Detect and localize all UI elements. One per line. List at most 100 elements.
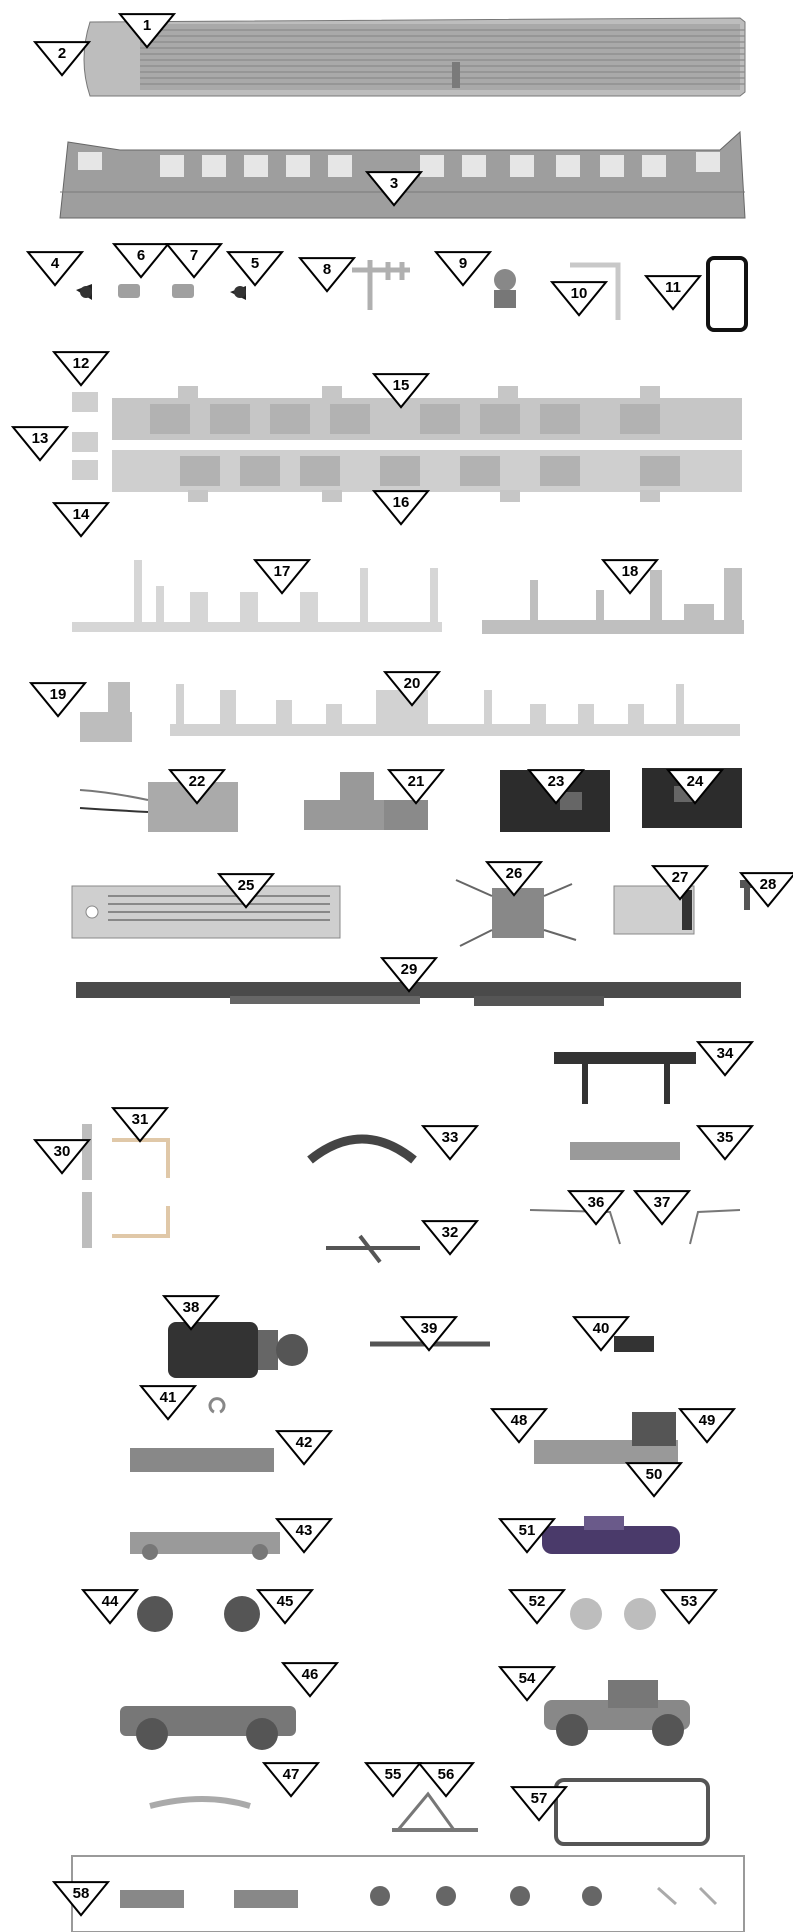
part-marker-46: 46 (283, 1663, 337, 1696)
part-bogie-54 (544, 1680, 690, 1746)
part-light-7 (172, 284, 194, 298)
part-marker-43: 43 (277, 1519, 331, 1552)
part-number-label: 43 (296, 1522, 313, 1539)
part-horn-right (230, 286, 246, 300)
part-marker-9: 9 (436, 252, 490, 285)
part-marker-42: 42 (277, 1431, 331, 1464)
part-number-label: 41 (160, 1389, 177, 1406)
part-marker-33: 33 (423, 1126, 477, 1159)
part-number-label: 38 (183, 1299, 200, 1316)
part-motor-38 (168, 1322, 308, 1378)
part-number-label: 49 (699, 1412, 716, 1429)
part-number-label: 27 (672, 869, 689, 886)
part-marker-44: 44 (83, 1590, 137, 1623)
part-number-label: 45 (277, 1593, 294, 1610)
part-number-label: 24 (687, 773, 704, 790)
part-marker-35: 35 (698, 1126, 752, 1159)
part-bogie-51 (542, 1516, 680, 1554)
part-marker-11: 11 (646, 276, 700, 309)
part-roof (84, 18, 745, 96)
part-number-label: 58 (73, 1885, 90, 1902)
part-marker-7: 7 (167, 244, 221, 277)
part-number-label: 44 (102, 1593, 119, 1610)
part-marker-2: 2 (35, 42, 89, 75)
part-number-label: 36 (588, 1194, 605, 1211)
part-marker-17: 17 (255, 560, 309, 593)
part-marker-19: 19 (31, 683, 85, 716)
part-bogie-43 (130, 1532, 280, 1560)
part-marker-41: 41 (141, 1386, 195, 1419)
part-number-label: 10 (571, 285, 588, 302)
part-number-label: 11 (665, 279, 681, 296)
part-trim-47 (150, 1799, 250, 1806)
part-number-label: 55 (385, 1766, 402, 1783)
part-number-label: 37 (654, 1194, 671, 1211)
part-board-22 (80, 782, 238, 832)
part-interior-20 (170, 684, 740, 736)
part-number-label: 39 (421, 1320, 438, 1337)
part-number-label: 6 (137, 247, 145, 264)
part-number-label: 33 (442, 1129, 459, 1146)
part-marker-47: 47 (264, 1763, 318, 1796)
part-number-label: 2 (58, 45, 66, 62)
part-marker-18: 18 (603, 560, 657, 593)
part-number-label: 40 (593, 1320, 610, 1337)
part-window-strips (72, 386, 742, 502)
part-number-label: 8 (323, 261, 331, 278)
part-number-label: 21 (408, 773, 425, 790)
part-number-label: 42 (296, 1434, 313, 1451)
part-number-label: 34 (717, 1045, 734, 1062)
part-number-label: 53 (681, 1593, 698, 1610)
part-marker-14: 14 (54, 503, 108, 536)
part-marker-10: 10 (552, 282, 606, 315)
part-bogie-46 (120, 1706, 296, 1750)
part-number-label: 52 (529, 1593, 546, 1610)
part-block-35 (570, 1142, 680, 1160)
part-marker-34: 34 (698, 1042, 752, 1075)
part-marker-54: 54 (500, 1667, 554, 1700)
part-number-label: 18 (622, 563, 639, 580)
part-chassis-plate-25 (72, 886, 340, 938)
part-marker-53: 53 (662, 1590, 716, 1623)
part-number-label: 26 (506, 865, 523, 882)
part-number-label: 47 (283, 1766, 300, 1783)
part-block-19 (80, 682, 132, 742)
part-window-frame-11 (708, 258, 746, 330)
part-marker-56: 56 (419, 1763, 473, 1796)
part-number-label: 31 (132, 1111, 149, 1128)
part-cables-36 (530, 1210, 620, 1244)
part-number-label: 17 (274, 563, 291, 580)
part-marker-36: 36 (569, 1191, 623, 1224)
part-interior-17 (72, 560, 442, 632)
part-arc-33 (310, 1139, 414, 1160)
part-number-label: 7 (190, 247, 198, 264)
part-number-label: 5 (251, 255, 259, 272)
part-number-label: 50 (646, 1466, 663, 1483)
part-frame-48 (534, 1412, 678, 1464)
part-marker-8: 8 (300, 258, 354, 291)
part-light-6 (118, 284, 140, 298)
part-number-label: 25 (238, 877, 255, 894)
part-marker-52: 52 (510, 1590, 564, 1623)
part-number-label: 13 (32, 430, 49, 447)
part-marker-12: 12 (54, 352, 108, 385)
part-number-label: 20 (404, 675, 421, 692)
part-coupler-55-56 (392, 1794, 478, 1830)
part-antenna-8 (352, 260, 410, 310)
part-sprue-57 (556, 1780, 708, 1844)
part-marker-37: 37 (635, 1191, 689, 1224)
part-gear-52 (570, 1598, 602, 1630)
part-marker-55: 55 (366, 1763, 420, 1796)
part-clip-41 (210, 1399, 224, 1412)
part-number-label: 3 (390, 175, 398, 192)
part-number-label: 54 (519, 1670, 536, 1687)
part-number-label: 56 (438, 1766, 455, 1783)
part-rod-32 (326, 1236, 420, 1262)
part-marker-5: 5 (228, 252, 282, 285)
part-worm-40 (614, 1336, 654, 1352)
part-interior-18 (482, 568, 744, 634)
part-number-label: 9 (459, 255, 467, 272)
part-number-label: 16 (393, 494, 410, 511)
part-wheel-44 (137, 1596, 173, 1632)
